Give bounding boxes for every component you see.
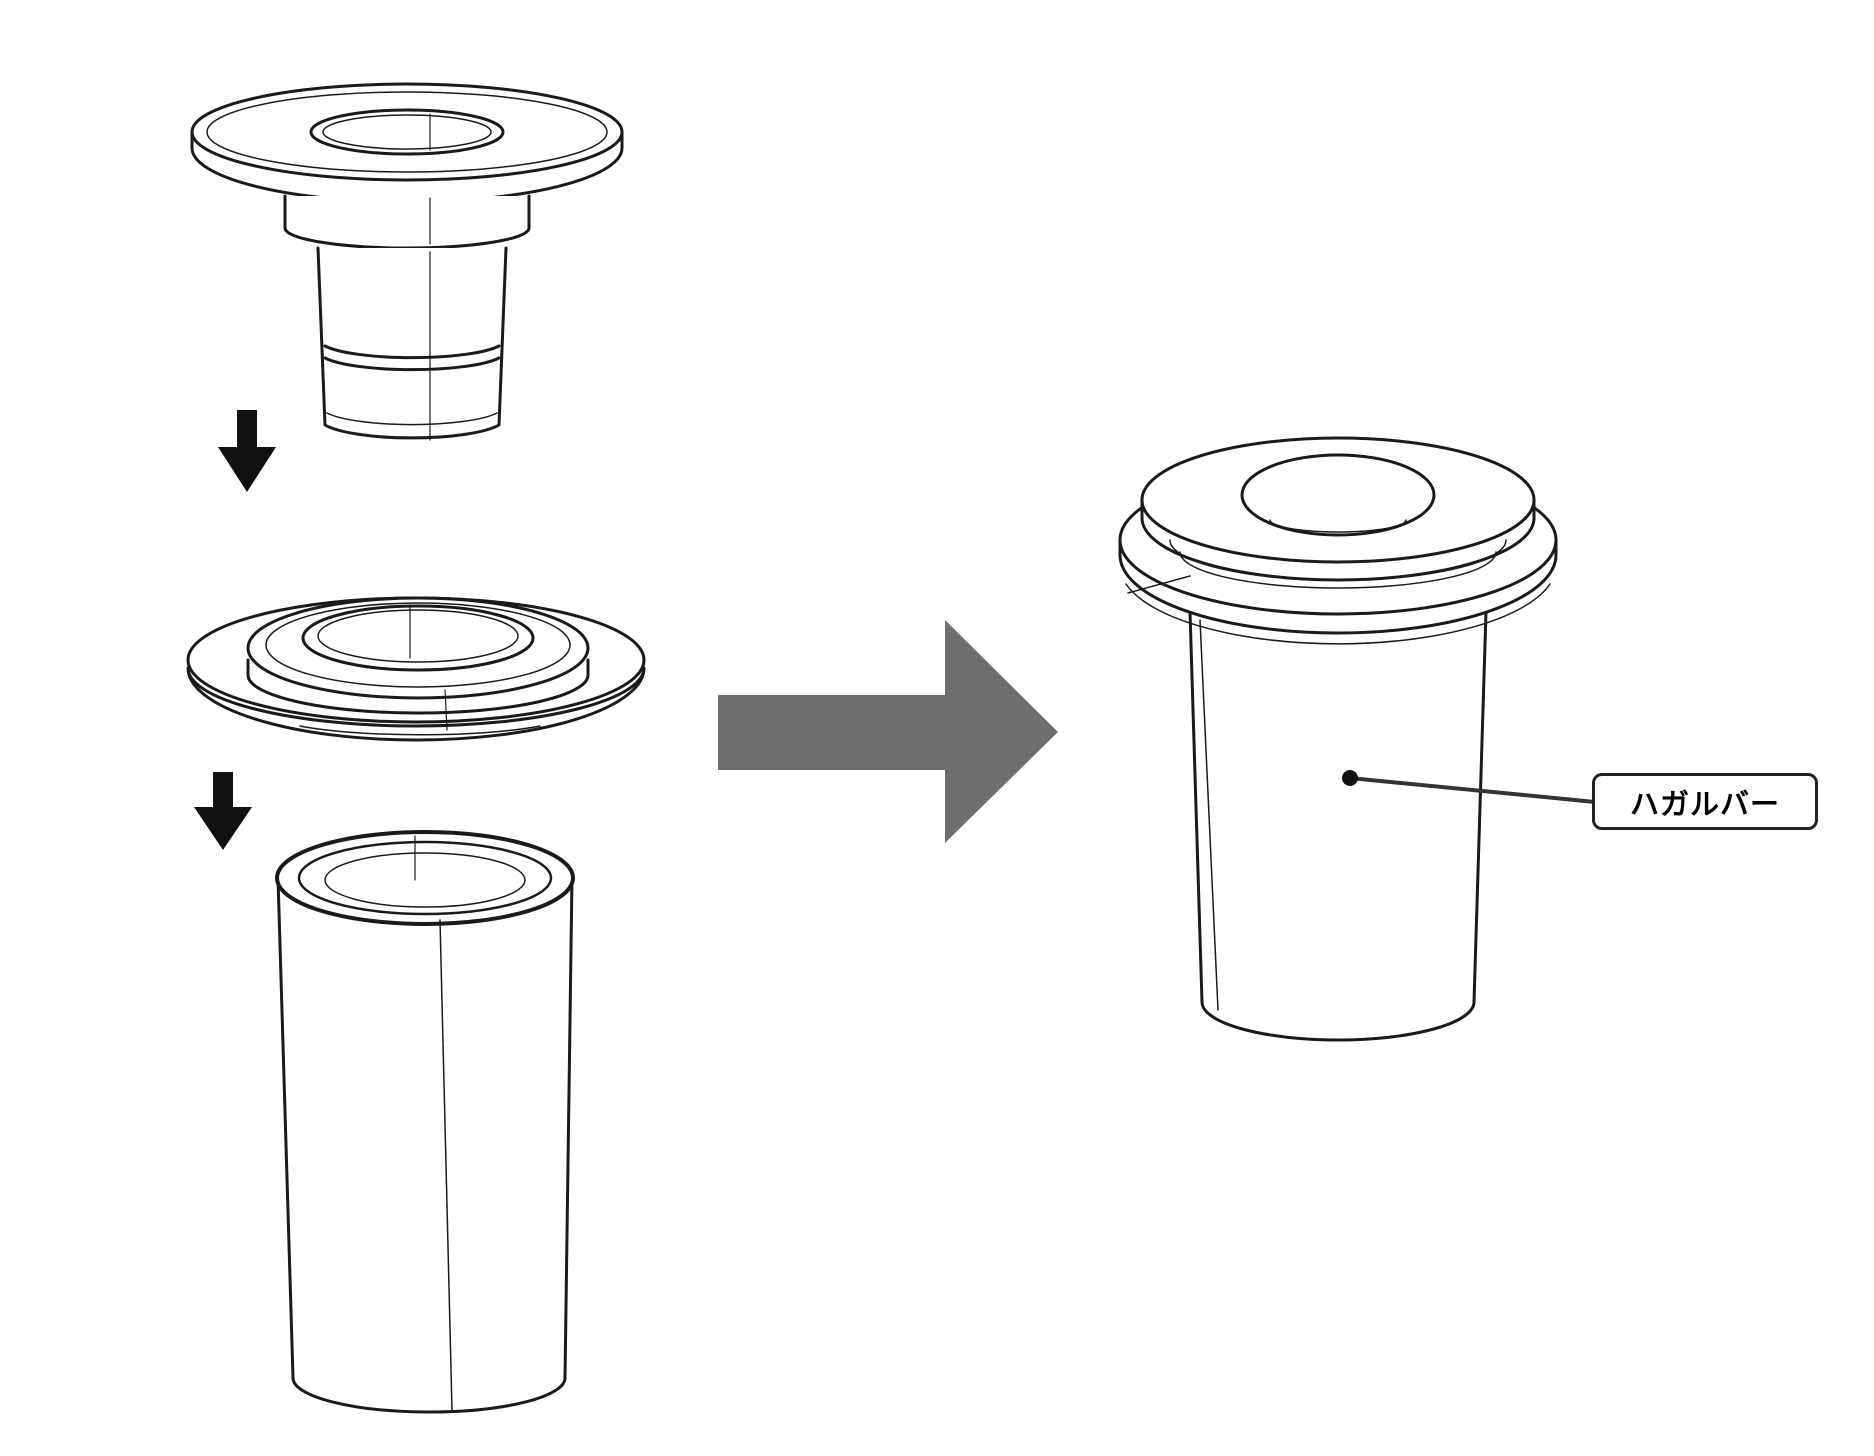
- assembled-unit: [1118, 436, 1558, 1042]
- top-flange-part: [190, 82, 624, 441]
- sleeve-cylinder-part: [275, 830, 575, 1414]
- middle-ring-part: [186, 596, 646, 742]
- callout-label: ハガルバー: [1629, 786, 1780, 821]
- part-name-callout: ハガルバー: [1592, 773, 1818, 830]
- right-arrow-icon: [718, 620, 1058, 843]
- down-arrow-icon: [218, 410, 276, 492]
- callout-leader: [1342, 770, 1597, 804]
- down-arrow-icon: [194, 772, 252, 850]
